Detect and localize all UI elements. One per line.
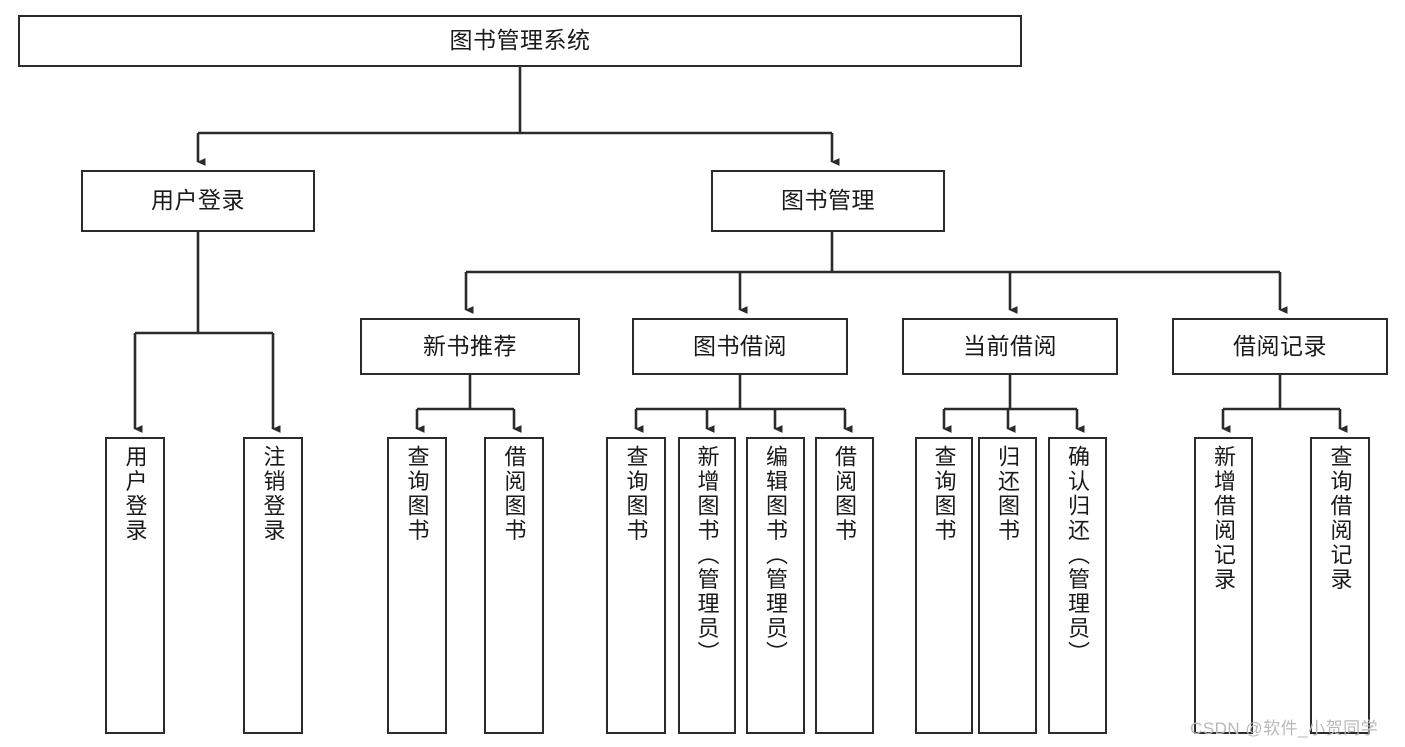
node-leaf-return-book-label: 归还图书 xyxy=(995,445,1021,543)
node-leaf-query-borrow-record[interactable]: 查询借阅记录 xyxy=(1310,437,1370,734)
node-leaf-add-book-admin-label: 新增图书（管理员） xyxy=(694,445,720,666)
node-leaf-query-book-3-label: 查询图书 xyxy=(931,445,957,543)
node-leaf-user-login[interactable]: 用户登录 xyxy=(105,437,165,734)
node-leaf-confirm-return-admin[interactable]: 确认归还（管理员） xyxy=(1048,437,1107,734)
node-leaf-logout[interactable]: 注销登录 xyxy=(243,437,303,734)
node-user-login-label: 用户登录 xyxy=(151,187,245,214)
node-root-label: 图书管理系统 xyxy=(449,27,591,54)
node-book-manage-label: 图书管理 xyxy=(781,187,875,214)
node-book-manage[interactable]: 图书管理 xyxy=(711,170,945,232)
node-leaf-add-book-admin[interactable]: 新增图书（管理员） xyxy=(678,437,736,734)
node-book-borrow[interactable]: 图书借阅 xyxy=(632,318,848,375)
node-user-login[interactable]: 用户登录 xyxy=(81,170,315,232)
node-root[interactable]: 图书管理系统 xyxy=(18,15,1022,67)
node-leaf-add-borrow-record[interactable]: 新增借阅记录 xyxy=(1194,437,1253,734)
node-leaf-query-book-1[interactable]: 查询图书 xyxy=(387,437,447,734)
node-leaf-query-book-2[interactable]: 查询图书 xyxy=(606,437,666,734)
node-leaf-edit-book-admin-label: 编辑图书（管理员） xyxy=(763,445,789,666)
watermark: CSDN @软件_小贺同学 xyxy=(1190,719,1379,738)
node-leaf-return-book[interactable]: 归还图书 xyxy=(978,437,1037,734)
node-leaf-borrow-book-1[interactable]: 借阅图书 xyxy=(484,437,544,734)
node-leaf-user-login-label: 用户登录 xyxy=(122,445,148,543)
node-leaf-query-book-3[interactable]: 查询图书 xyxy=(915,437,973,734)
node-borrow-record[interactable]: 借阅记录 xyxy=(1172,318,1388,375)
node-leaf-add-borrow-record-label: 新增借阅记录 xyxy=(1211,445,1237,592)
node-leaf-edit-book-admin[interactable]: 编辑图书（管理员） xyxy=(746,437,805,734)
node-current-borrow[interactable]: 当前借阅 xyxy=(902,318,1118,375)
node-leaf-borrow-book-1-label: 借阅图书 xyxy=(501,445,527,543)
node-leaf-logout-label: 注销登录 xyxy=(260,445,286,543)
node-leaf-query-book-2-label: 查询图书 xyxy=(623,445,649,543)
node-leaf-borrow-book-2-label: 借阅图书 xyxy=(832,445,858,543)
node-leaf-borrow-book-2[interactable]: 借阅图书 xyxy=(815,437,874,734)
node-leaf-confirm-return-admin-label: 确认归还（管理员） xyxy=(1065,445,1091,666)
node-new-book-recommend-label: 新书推荐 xyxy=(423,332,517,359)
node-current-borrow-label: 当前借阅 xyxy=(963,332,1057,359)
node-leaf-query-book-1-label: 查询图书 xyxy=(404,445,430,543)
node-borrow-record-label: 借阅记录 xyxy=(1233,332,1327,359)
node-leaf-query-borrow-record-label: 查询借阅记录 xyxy=(1327,445,1353,592)
node-book-borrow-label: 图书借阅 xyxy=(693,332,787,359)
node-new-book-recommend[interactable]: 新书推荐 xyxy=(360,318,580,375)
